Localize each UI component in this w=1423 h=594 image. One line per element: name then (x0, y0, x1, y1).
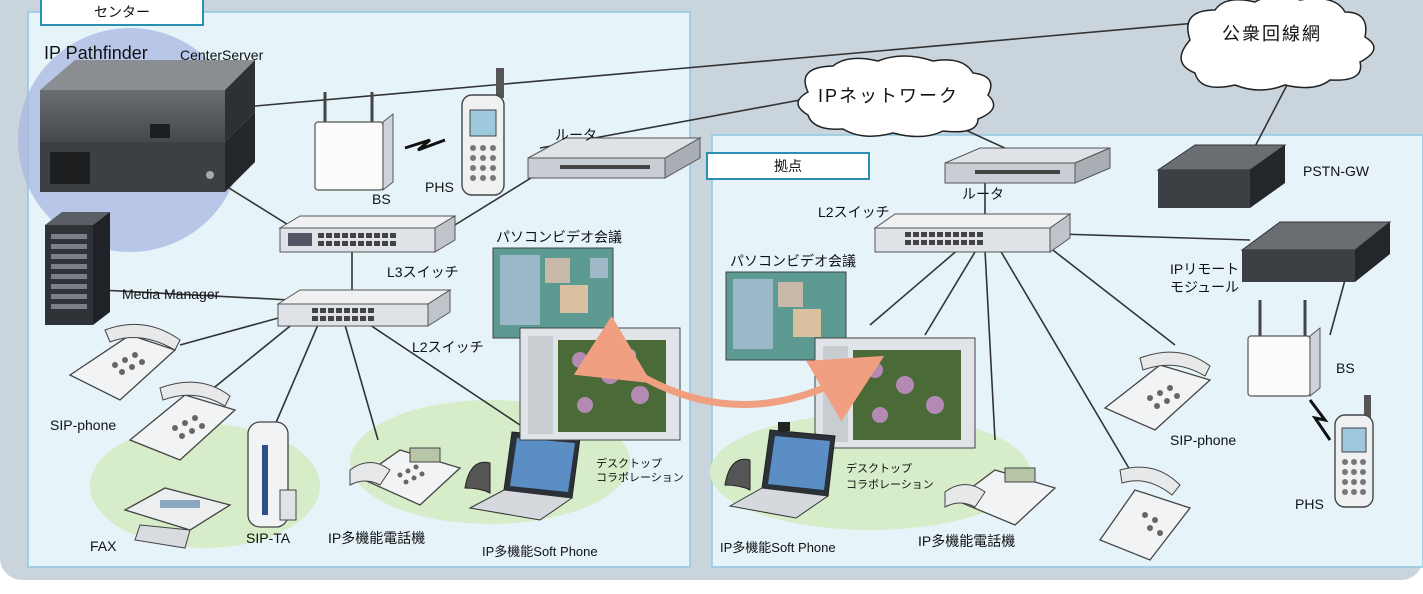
center-l2-switch-icon (276, 289, 452, 327)
sip-ta-label: SIP-TA (246, 530, 291, 546)
l3-switch-icon (278, 215, 457, 253)
site-softphone-label: IP多機能Soft Phone (720, 540, 836, 555)
site-phs-label: PHS (1295, 496, 1324, 512)
site-l2-switch-label: L2スイッチ (818, 204, 890, 220)
center-bs-label: BS (372, 191, 391, 207)
site-sip-phone-icon (1103, 351, 1212, 431)
center-l2-switch-label: L2スイッチ (412, 339, 484, 355)
center-server-icon (40, 60, 255, 192)
center-sip-phone-icon-1 (68, 323, 181, 401)
site-video-conference-label: パソコンビデオ会議 (730, 253, 856, 269)
center-phs-label: PHS (425, 179, 454, 195)
center-laptop-icon (468, 426, 581, 521)
site-bs-icon (1247, 300, 1321, 398)
ip-network-cloud (797, 55, 995, 138)
center-video-conference-label: パソコンビデオ会議 (496, 229, 622, 245)
center-section-tab: センター (40, 0, 204, 26)
l3-switch-label: L3スイッチ (387, 264, 459, 280)
public-network-label: 公衆回線網 (1222, 24, 1322, 44)
server-brand-label: IP Pathfinder (44, 43, 148, 63)
media-manager-label: Media Manager (122, 286, 220, 302)
center-phs-icon (461, 68, 505, 196)
pstn-gw-label: PSTN-GW (1303, 163, 1370, 179)
fax-icon (123, 487, 232, 549)
center-ip-phone-icon (349, 447, 462, 506)
center-sip-phone-label: SIP-phone (50, 417, 117, 433)
center-desktop-collab-label-1: デスクトップ (596, 458, 662, 470)
center-router-icon (527, 137, 702, 179)
site-laptop-icon (728, 422, 836, 519)
pstn-gw-icon (1156, 144, 1287, 208)
site-router-label: ルータ (962, 186, 1004, 202)
collaboration-arrow (573, 315, 885, 422)
site-headset-icon (724, 458, 751, 491)
remote-module-label-2: モジュール (1170, 279, 1240, 295)
wireless-link-site (1308, 399, 1332, 441)
site-section-tab: 拠点 (706, 152, 870, 180)
public-network-cloud (1180, 0, 1375, 91)
sip-ta-icon (247, 421, 297, 528)
site-phone-icon-2 (1098, 466, 1192, 561)
site-collaboration-screen (814, 337, 976, 449)
site-desktop-collab-label-1: デスクトップ (846, 463, 912, 475)
ip-remote-module-icon (1240, 221, 1392, 282)
fax-label: FAX (90, 538, 117, 554)
center-sip-phone-icon-2 (128, 381, 237, 461)
center-softphone-label: IP多機能Soft Phone (482, 544, 598, 559)
center-bs-icon (314, 92, 394, 192)
site-sip-phone-label: SIP-phone (1170, 432, 1237, 448)
center-headset-icon (464, 461, 491, 494)
site-ip-phone-icon (944, 467, 1057, 526)
center-video-conference-screen (492, 247, 614, 339)
site-bs-label: BS (1336, 360, 1355, 376)
center-desktop-collab-label-2: コラボレーション (596, 472, 684, 484)
wireless-link-center (404, 138, 446, 152)
site-phs-icon (1334, 395, 1374, 508)
center-router-label: ルータ (555, 127, 597, 143)
remote-module-label-1: IPリモート (1170, 261, 1240, 277)
server-name-label: CenterServer (180, 47, 264, 63)
site-ip-phone-label: IP多機能電話機 (918, 533, 1016, 549)
ip-network-label: IPネットワーク (818, 86, 960, 106)
center-ip-phone-label: IP多機能電話機 (328, 530, 426, 546)
site-desktop-collab-label-2: コラボレーション (846, 479, 934, 491)
site-l2-switch-icon (873, 213, 1072, 253)
site-router-icon (944, 147, 1111, 184)
media-manager-icon (45, 212, 110, 325)
